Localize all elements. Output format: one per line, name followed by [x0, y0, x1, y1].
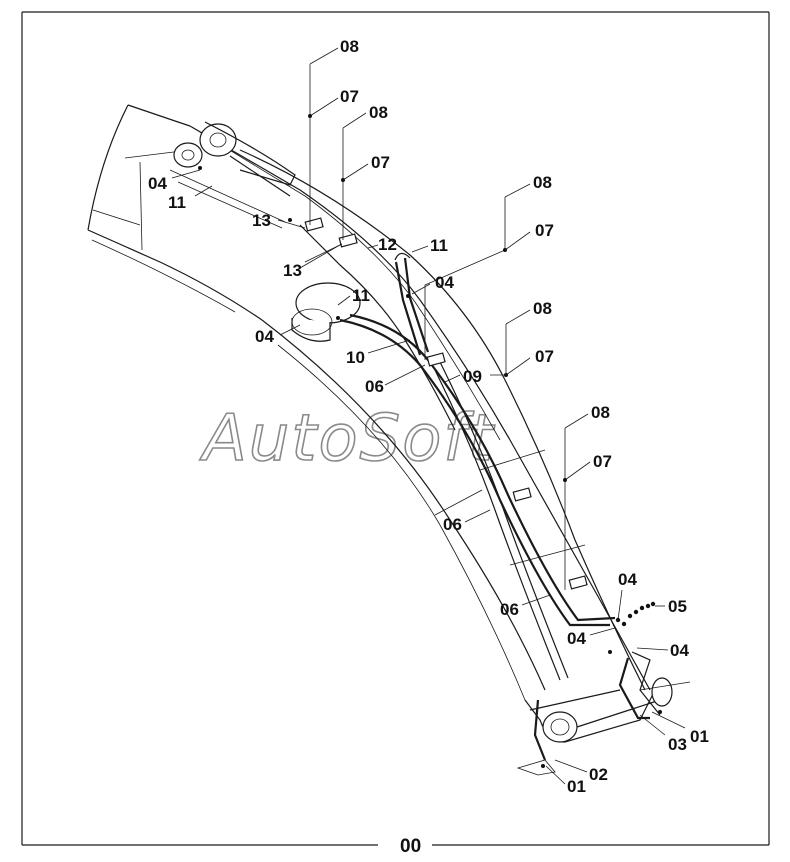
watermark: AutoSoft	[199, 402, 496, 476]
callout-03: 03	[668, 735, 687, 754]
callout-02: 02	[589, 765, 608, 784]
boom-body	[87, 104, 656, 743]
callout-10: 10	[346, 348, 365, 367]
fittings	[615, 601, 656, 627]
callout-06: 06	[443, 515, 462, 534]
callout-07: 07	[340, 87, 359, 106]
callout-04: 04	[148, 174, 167, 193]
boom-top-lugs	[169, 121, 296, 229]
callout-07: 07	[371, 153, 390, 172]
callout-13: 13	[283, 261, 302, 280]
callout-04: 04	[670, 641, 689, 660]
callout-04: 04	[567, 629, 586, 648]
hose-lines	[299, 224, 661, 761]
callout-11: 11	[430, 236, 448, 255]
page-number: 00	[400, 836, 421, 857]
foot-pin	[542, 677, 673, 743]
callout-01: 01	[690, 727, 709, 746]
callout-11: 11	[352, 286, 370, 305]
callout-07: 07	[593, 452, 612, 471]
callout-01: 01	[567, 777, 586, 796]
callout-04: 04	[618, 570, 637, 589]
callout-11: 11	[168, 193, 186, 212]
frame	[21, 11, 770, 846]
callout-09: 09	[463, 367, 482, 386]
callout-08: 08	[369, 103, 388, 122]
callout-08: 08	[533, 299, 552, 318]
bolt-stacks	[309, 64, 566, 590]
callout-06: 06	[365, 377, 384, 396]
cylinder-boss	[291, 282, 361, 342]
callout-08: 08	[533, 173, 552, 192]
callout-06: 06	[500, 600, 519, 619]
callout-13: 13	[252, 211, 271, 230]
callout-08: 08	[591, 403, 610, 422]
callout-labels: 08 07 08 07 04 11 13 13 12 11 04 08 07 1…	[148, 37, 709, 796]
clamps	[304, 217, 588, 590]
callout-08: 08	[340, 37, 359, 56]
callout-07: 07	[535, 221, 554, 240]
part-markers	[198, 114, 662, 768]
callout-04: 04	[255, 327, 274, 346]
callout-07: 07	[535, 347, 554, 366]
leader-lines	[171, 47, 691, 785]
callout-05: 05	[668, 597, 687, 616]
callout-12: 12	[378, 235, 397, 254]
callout-04: 04	[435, 273, 454, 292]
